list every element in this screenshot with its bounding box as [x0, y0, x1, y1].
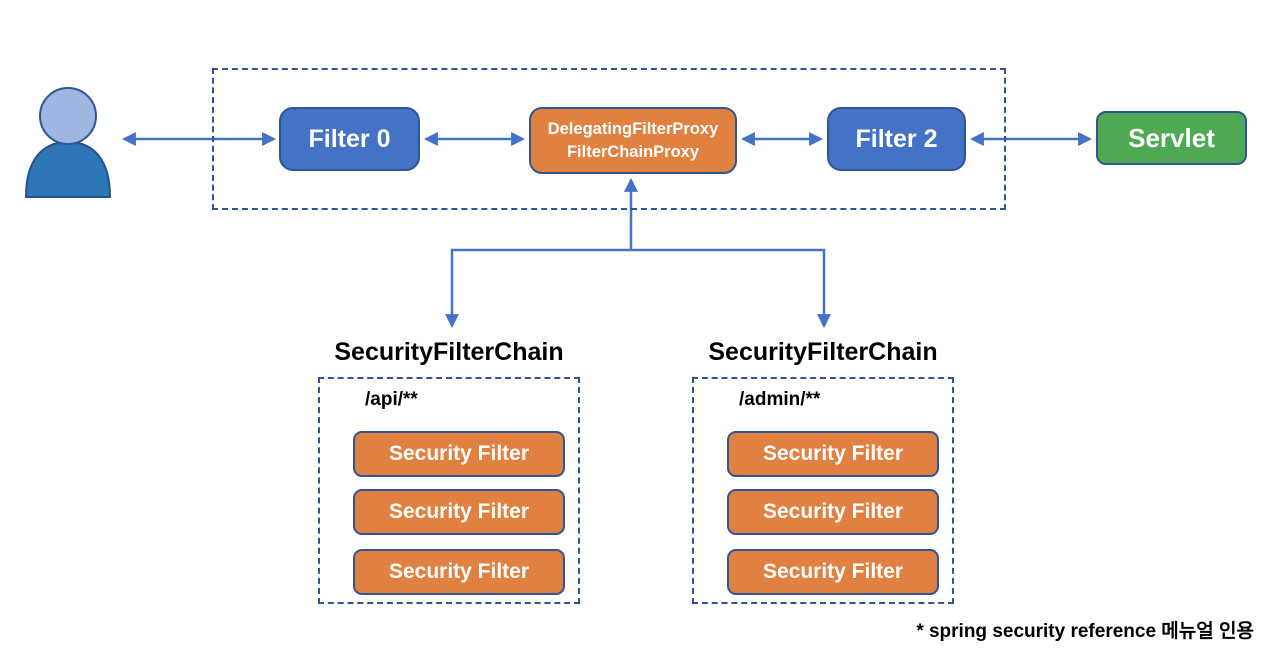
person-head [39, 87, 97, 145]
servlet-box: Servlet [1096, 111, 1247, 165]
security-filter-chain-admin: SecurityFilterChain /admin/** Security F… [692, 336, 954, 604]
filter0-box: Filter 0 [279, 107, 420, 171]
chain-dashed-box: /admin/** Security Filter Security Filte… [692, 377, 954, 604]
chain-matcher: /admin/** [739, 389, 821, 410]
security-filter-box: Security Filter [727, 489, 939, 535]
arrow-branch-to-chains [445, 248, 831, 329]
filter2-label: Filter 2 [855, 124, 938, 153]
security-filter-box: Security Filter [727, 431, 939, 477]
chain-matcher: /api/** [365, 389, 418, 410]
user-person-icon [24, 87, 112, 198]
person-body [24, 140, 112, 198]
security-filter-box: Security Filter [353, 489, 565, 535]
chain-title: SecurityFilterChain [334, 338, 564, 366]
security-filter-box: Security Filter [727, 549, 939, 595]
proxy-label-line2: FilterChainProxy [566, 142, 700, 161]
security-filter-chain-api: SecurityFilterChain /api/** Security Fil… [318, 336, 580, 604]
delegating-filter-proxy-box: DelegatingFilterProxy FilterChainProxy [529, 107, 737, 174]
proxy-label-line1: DelegatingFilterProxy [547, 120, 719, 139]
servlet-label: Servlet [1128, 122, 1215, 153]
filter0-label: Filter 0 [308, 124, 391, 153]
reference-footnote: * spring security reference 메뉴얼 인용 [916, 621, 1254, 642]
security-filter-box: Security Filter [353, 549, 565, 595]
filter-chain-boundary [212, 68, 1006, 210]
security-filter-box: Security Filter [353, 431, 565, 477]
chain-dashed-box: /api/** Security Filter Security Filter … [318, 377, 580, 604]
filter2-box: Filter 2 [827, 107, 966, 171]
chain-title: SecurityFilterChain [708, 338, 938, 366]
